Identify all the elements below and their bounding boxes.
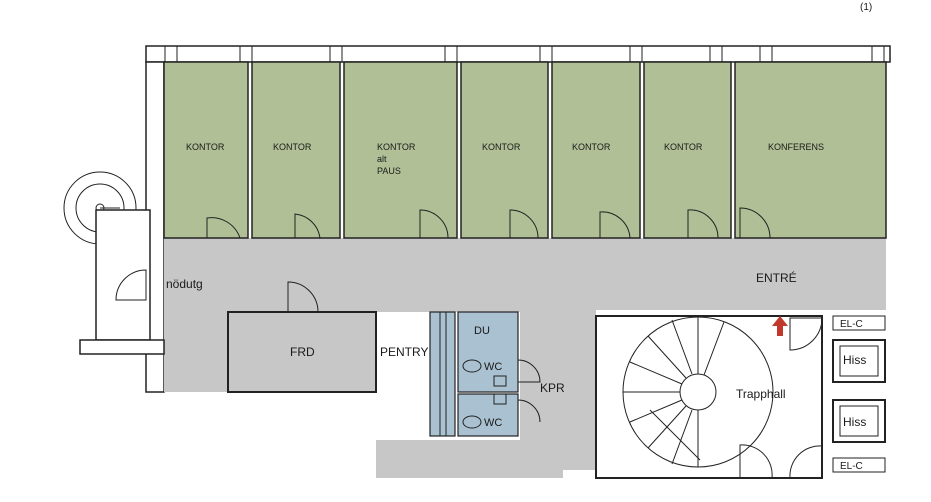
frd-door	[287, 281, 319, 313]
office-room-5	[551, 61, 641, 239]
office-label-4: KONTOR	[482, 142, 521, 152]
elevator-label-2: Hiss	[843, 415, 866, 429]
office-room-2	[251, 61, 341, 239]
elc-box-top	[832, 315, 886, 331]
office-room-1	[163, 61, 249, 239]
entry-arrow-icon	[772, 316, 788, 336]
wc-label-1: WC	[484, 361, 502, 373]
office-label-3b: alt	[377, 154, 387, 164]
top-wall-band	[145, 45, 891, 63]
office-room-6	[643, 61, 732, 239]
wc-room-2	[457, 393, 519, 437]
conference-label: KONFERENS	[768, 142, 824, 152]
office-room-3	[343, 61, 458, 239]
elc-label-bottom: EL-C	[840, 461, 863, 472]
elc-box-bottom	[832, 457, 886, 473]
stair-hall	[595, 315, 823, 479]
toilet-icon	[462, 359, 541, 429]
elevator-label-1: Hiss	[843, 353, 866, 367]
pentry-label: PENTRY	[380, 345, 428, 359]
emergency-exit-label: nödutg	[166, 277, 203, 291]
shower-label: DU	[474, 325, 490, 337]
office-label-1: KONTOR	[186, 142, 225, 152]
office-label-3c: PAUS	[377, 166, 401, 176]
office-label-3a: KONTOR	[377, 142, 416, 152]
office-label-5: KONTOR	[572, 142, 611, 152]
stair-hall-label: Trapphall	[736, 387, 786, 401]
elc-label-top: EL-C	[840, 319, 863, 330]
wc-label-2: WC	[484, 417, 502, 429]
kpr-label: KPR	[540, 381, 565, 395]
office-doors	[206, 207, 771, 239]
corner-reference: (1)	[860, 2, 872, 13]
conference-room	[734, 61, 887, 239]
corridor-floor	[164, 238, 886, 478]
entrance-label: ENTRÉ	[756, 270, 797, 285]
frd-label: FRD	[290, 345, 315, 359]
elevator-2	[832, 399, 886, 443]
elevator-1	[832, 339, 886, 383]
spiral-stair-icon	[622, 316, 774, 468]
exterior-landing	[95, 209, 151, 341]
stair-hall-doors	[739, 317, 823, 479]
frd-room	[227, 311, 377, 393]
wc-room-1	[457, 311, 519, 393]
emergency-exit-door	[115, 269, 147, 301]
shaft-panel	[429, 311, 456, 437]
office-room-4	[460, 61, 549, 239]
office-label-6: KONTOR	[664, 142, 703, 152]
office-label-2: KONTOR	[273, 142, 312, 152]
